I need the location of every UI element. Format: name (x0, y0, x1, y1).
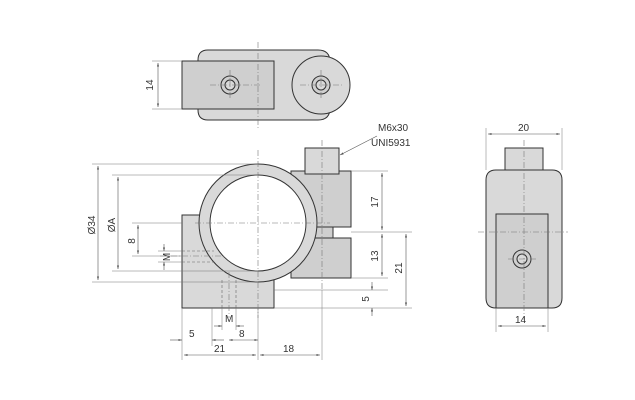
side-width-top-label: 20 (518, 123, 530, 134)
thread-left-label: M (162, 253, 173, 261)
bottom-5-label: 5 (189, 329, 195, 340)
bore-diameter-label: ØA (107, 217, 118, 232)
screw-size-label: M6x30 (378, 123, 408, 134)
bottom-21-label: 21 (214, 344, 226, 355)
bottom-8-label: 8 (239, 329, 245, 340)
screw-standard-label: UNI5931 (371, 138, 411, 149)
bottom-18-label: 18 (283, 344, 295, 355)
side-width-bottom-label: 14 (515, 315, 527, 326)
height-17-label: 17 (370, 196, 381, 208)
height-5-label: 5 (361, 296, 372, 302)
front-view: Ø34 ØA 8 M M6x30 UNI5931 17 13 21 (87, 123, 412, 360)
left-offset-label: 8 (127, 238, 138, 244)
top-view: 14 (145, 42, 351, 128)
height-21-label: 21 (394, 262, 405, 274)
height-13-label: 13 (370, 250, 381, 262)
side-view: 20 14 (478, 123, 568, 332)
thread-bottom-label: M (225, 314, 233, 325)
outer-diameter-label: Ø34 (87, 215, 98, 234)
top-height-label: 14 (145, 79, 156, 91)
